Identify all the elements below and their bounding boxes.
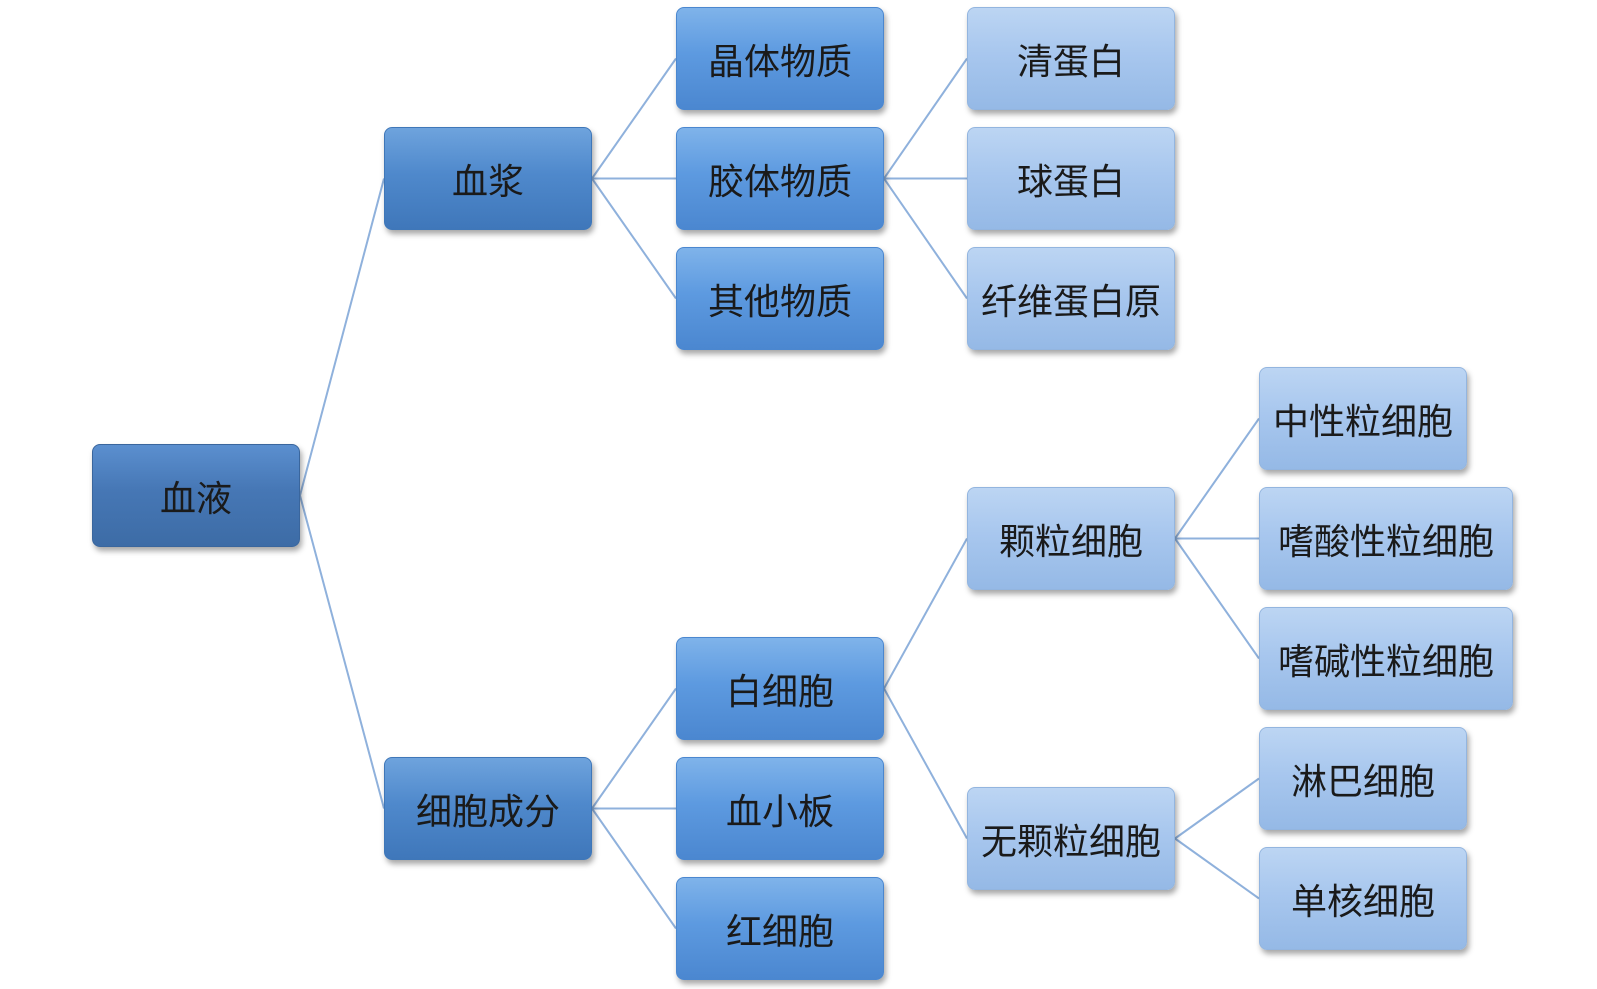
connector-keli-zhongxing: [1174, 417, 1260, 540]
connector-xuejiang-qita: [591, 177, 677, 300]
connector-xibaochengfen-hongxibao: [591, 807, 677, 930]
node-jingti: 晶体物质: [676, 7, 884, 110]
node-hongxibao: 红细胞: [676, 877, 884, 980]
node-linba: 淋巴细胞: [1259, 727, 1467, 830]
node-xueye: 血液: [92, 444, 300, 547]
node-qingdanbai: 清蛋白: [967, 7, 1175, 110]
node-qita: 其他物质: [676, 247, 884, 350]
node-shijian: 嗜碱性粒细胞: [1259, 607, 1513, 710]
node-xuejiang: 血浆: [384, 127, 592, 230]
connector-xibaochengfen-baixibao: [591, 687, 677, 810]
node-baixibao: 白细胞: [676, 637, 884, 740]
node-xianwei: 纤维蛋白原: [967, 247, 1175, 350]
node-keli: 颗粒细胞: [967, 487, 1175, 590]
connector-wukeli-linba: [1174, 777, 1260, 840]
node-zhongxing: 中性粒细胞: [1259, 367, 1467, 470]
node-wukeli: 无颗粒细胞: [967, 787, 1175, 890]
connector-keli-shijian: [1174, 537, 1260, 660]
node-danhe: 单核细胞: [1259, 847, 1467, 950]
connector-wukeli-danhe: [1174, 837, 1260, 900]
node-xibaochengfen: 细胞成分: [384, 757, 592, 860]
connector-baixibao-wukeli: [883, 688, 968, 839]
node-xuexiaoban: 血小板: [676, 757, 884, 860]
connector-xueye-xuejiang: [299, 178, 385, 496]
node-qiudanbai: 球蛋白: [967, 127, 1175, 230]
node-jiaoti: 胶体物质: [676, 127, 884, 230]
connector-xueye-xibaochengfen: [299, 495, 385, 809]
connector-jiaoti-xianwei: [883, 177, 968, 300]
connector-baixibao-keli: [883, 538, 968, 689]
connector-xuejiang-jingti: [591, 57, 677, 180]
connector-jiaoti-qingdanbai: [883, 57, 968, 180]
node-shisuan: 嗜酸性粒细胞: [1259, 487, 1513, 590]
